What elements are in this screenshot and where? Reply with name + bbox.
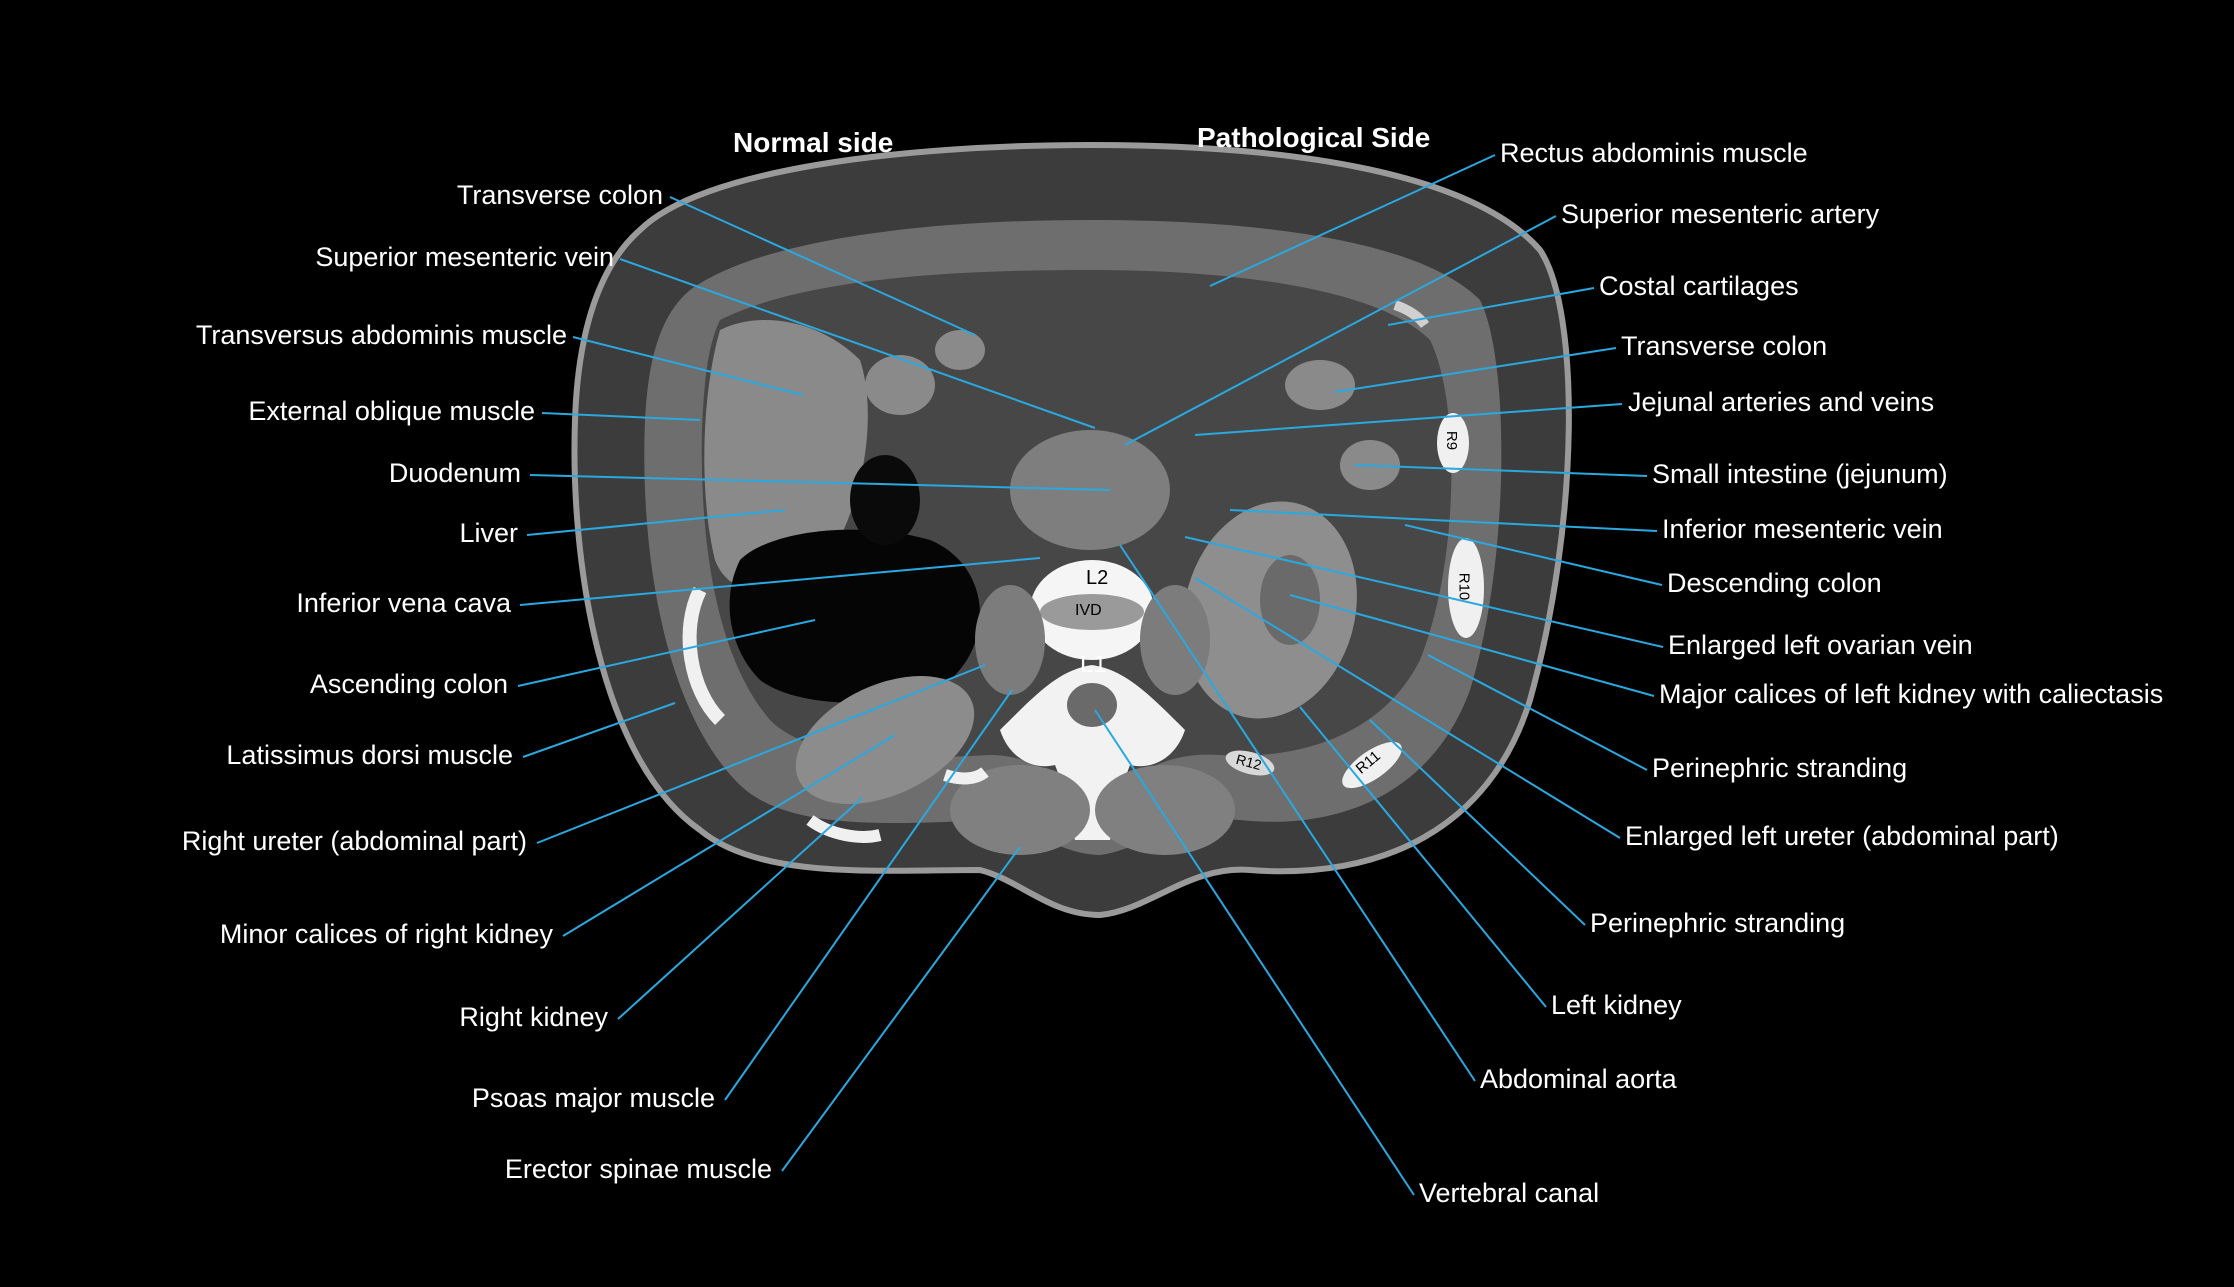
label-latissimus-dorsi: Latissimus dorsi muscle <box>226 740 513 770</box>
pathological-side-heading: Pathological Side <box>1197 122 1431 153</box>
leader-line <box>519 557 1041 606</box>
rib-right <box>682 586 726 725</box>
label-erector-spinae: Erector spinae muscle <box>504 1154 772 1184</box>
vertebra-label-l1: L1 <box>1080 651 1107 678</box>
label-liver: Liver <box>459 518 518 548</box>
vertebral-canal <box>1067 683 1117 727</box>
label-descending-colon: Descending colon <box>1667 568 1882 598</box>
leader-line <box>1354 464 1648 477</box>
leader-line <box>1184 536 1664 648</box>
label-inferior-mesenteric-vein: Inferior mesenteric vein <box>1662 514 1943 544</box>
leader-line <box>669 196 976 336</box>
label-inferior-vena-cava: Inferior vena cava <box>296 588 511 618</box>
leader-line <box>1427 654 1648 771</box>
label-ascending-colon: Ascending colon <box>309 669 508 699</box>
label-jejunal-vessels: Jejunal arteries and veins <box>1628 387 1935 417</box>
leader-line <box>529 474 1111 491</box>
leader-line <box>724 689 1013 1101</box>
leader-line <box>1094 709 1415 1196</box>
leader-lines <box>517 154 1664 1196</box>
label-small-intestine: Small intestine (jejunum) <box>1652 459 1948 489</box>
leader-line <box>1194 403 1623 436</box>
label-right-kidney: Right kidney <box>459 1002 608 1032</box>
label-perinephric-stranding-2: Perinephric stranding <box>1590 908 1846 938</box>
leader-line <box>1209 154 1496 287</box>
label-external-oblique: External oblique muscle <box>248 396 535 426</box>
rib-r12 <box>1225 750 1275 776</box>
ascending-colon <box>729 529 980 703</box>
leader-line <box>572 336 804 396</box>
leader-line <box>517 619 816 687</box>
leader-line <box>617 797 863 1020</box>
label-vertebral-canal: Vertebral canal <box>1419 1178 1600 1208</box>
vertebra-label-l2: L2 <box>1086 567 1109 589</box>
label-transverse-colon-right: Transverse colon <box>1621 331 1828 361</box>
label-abdominal-aorta: Abdominal aorta <box>1480 1064 1677 1094</box>
vertebral-arch <box>1000 665 1185 840</box>
label-minor-calices: Minor calices of right kidney <box>219 919 553 949</box>
leader-line <box>1334 347 1617 393</box>
leader-line <box>536 664 986 844</box>
rib-label-r10: R10 <box>1455 572 1473 601</box>
label-duodenum: Duodenum <box>388 458 521 488</box>
label-superior-mesenteric-artery: Superior mesenteric artery <box>1561 199 1880 229</box>
leader-line <box>1119 544 1476 1082</box>
leader-line <box>1299 706 1547 1008</box>
leader-line <box>1194 577 1621 839</box>
leader-line <box>1289 594 1655 697</box>
label-costal-cartilages: Costal cartilages <box>1599 271 1799 301</box>
label-major-calices: Major calices of left kidney with caliec… <box>1659 679 2164 709</box>
label-perinephric-stranding-1: Perinephric stranding <box>1652 753 1908 783</box>
liver <box>704 320 868 592</box>
leader-line <box>526 509 786 536</box>
rib-label-r9: R9 <box>1443 430 1461 451</box>
label-enlarged-left-ureter: Enlarged left ureter (abdominal part) <box>1625 821 2059 851</box>
label-enlarged-ovarian-vein: Enlarged left ovarian vein <box>1668 630 1973 660</box>
leader-line <box>1387 287 1595 326</box>
leader-line <box>781 846 1021 1172</box>
label-rectus-abdominis: Rectus abdominis muscle <box>1500 138 1808 168</box>
rib-r10 <box>1448 538 1484 638</box>
leader-line <box>619 258 1096 429</box>
normal-side-heading: Normal side <box>733 127 894 158</box>
label-superior-mesenteric-vein: Superior mesenteric vein <box>315 242 614 272</box>
label-left-kidney: Left kidney <box>1551 990 1682 1020</box>
leader-line <box>1229 509 1658 532</box>
leader-line <box>562 734 896 937</box>
label-right-ureter: Right ureter (abdominal part) <box>181 826 527 856</box>
ivd-label: IVD <box>1075 602 1102 619</box>
label-transversus-abdominis: Transversus abdominis muscle <box>195 320 567 350</box>
leader-line <box>1404 524 1663 586</box>
leader-line <box>522 702 676 758</box>
label-transverse-colon-left: Transverse colon <box>456 180 663 210</box>
rib-r9 <box>1437 413 1469 473</box>
label-psoas-major: Psoas major muscle <box>471 1083 715 1113</box>
leader-line <box>1124 215 1557 446</box>
leader-line <box>541 412 701 421</box>
leader-line <box>1369 719 1586 926</box>
